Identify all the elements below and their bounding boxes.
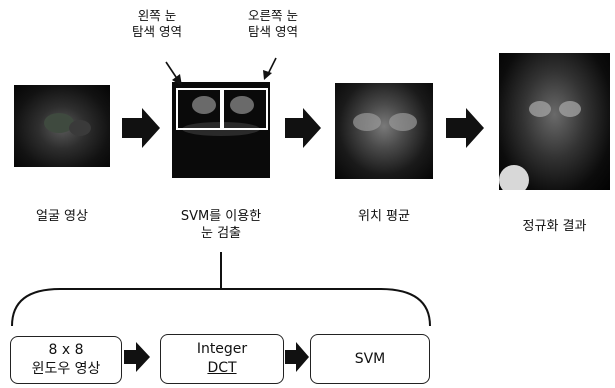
pointer-right-eye xyxy=(268,58,276,74)
arrow-face-to-detection xyxy=(122,108,160,148)
brace xyxy=(12,289,430,326)
pointer-left-eye-head xyxy=(172,74,182,86)
pointer-right-eye-head xyxy=(263,70,272,80)
arrow-average-to-normalized xyxy=(446,108,484,148)
arrow-window-to-dct xyxy=(124,342,150,372)
arrow-dct-to-svm xyxy=(285,342,309,372)
arrow-detection-to-average xyxy=(285,108,321,148)
